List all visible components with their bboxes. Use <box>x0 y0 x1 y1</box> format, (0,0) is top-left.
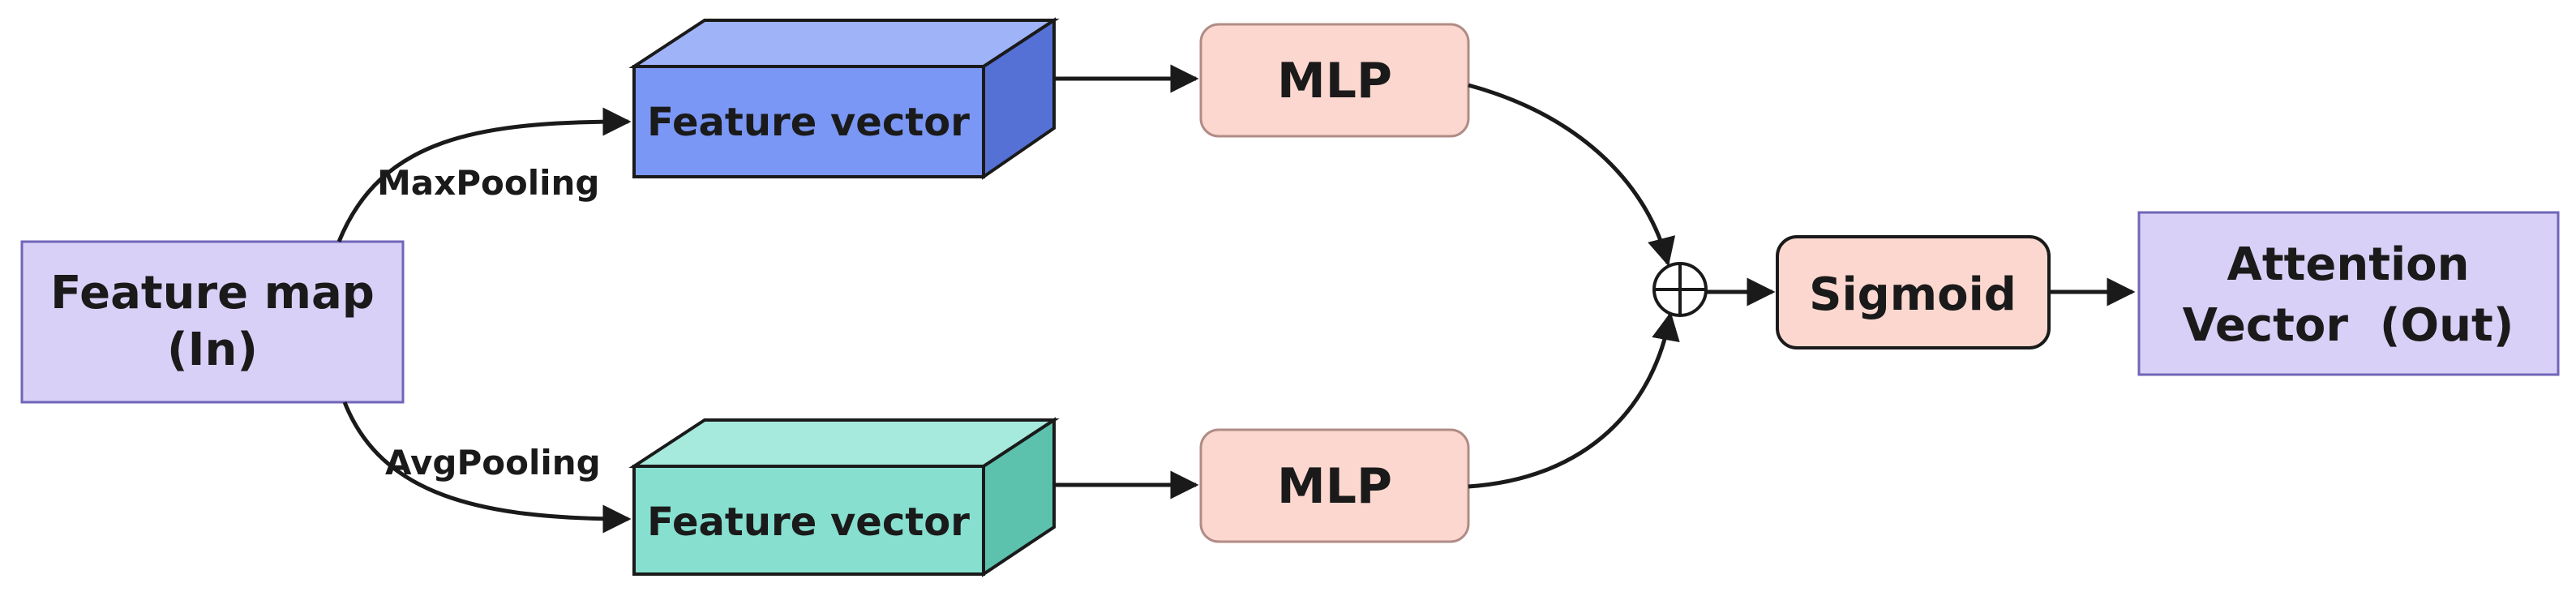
feature-vector-front-face <box>632 465 985 576</box>
sum-node-icon <box>1652 262 1708 317</box>
attention-label: Attention <box>2227 238 2469 291</box>
mlp-top-node: MLP <box>1199 23 1470 138</box>
feature-vector-top-node: Feature vector <box>628 17 1060 180</box>
attention-vector-box <box>2137 211 2560 376</box>
mlp-bottom-to-sum-arrow <box>1468 311 1680 489</box>
mlp-top-to-sum-arrow <box>1468 83 1676 267</box>
sigmoid-node: Sigmoid <box>1776 235 2051 349</box>
avgpooling-edge <box>342 401 632 534</box>
feature-vector-bottom-node: Feature vector <box>628 417 1060 577</box>
feature-vector-top-face <box>628 19 1060 68</box>
mlp-bottom-label: MLP <box>1277 458 1392 515</box>
feature-map-input-node: Feature map (In) <box>20 240 405 404</box>
feature-vector-front-face <box>632 65 985 178</box>
mlp-top-box <box>1199 23 1470 138</box>
vector-out-label: Vector (Out) <box>2183 299 2514 352</box>
feature-map-box <box>20 240 405 404</box>
feature-map-label: Feature map <box>50 267 375 319</box>
maxpooling-edge <box>336 107 632 242</box>
feature-vector-bottom-label: Feature vector <box>647 500 970 545</box>
mlp-bottom-node: MLP <box>1199 428 1470 543</box>
mlp-top-label: MLP <box>1277 53 1392 109</box>
feature-vector-top-label: Feature vector <box>647 100 970 145</box>
avgpooling-label: AvgPooling <box>385 443 601 482</box>
attention-vector-output-node: Attention Vector (Out) <box>2137 211 2560 376</box>
feature-map-in-label: (In) <box>167 324 258 376</box>
feature-vector-top-face <box>628 418 1060 468</box>
maxpooling-label: MaxPooling <box>377 163 599 203</box>
sigmoid-label: Sigmoid <box>1809 268 2017 321</box>
